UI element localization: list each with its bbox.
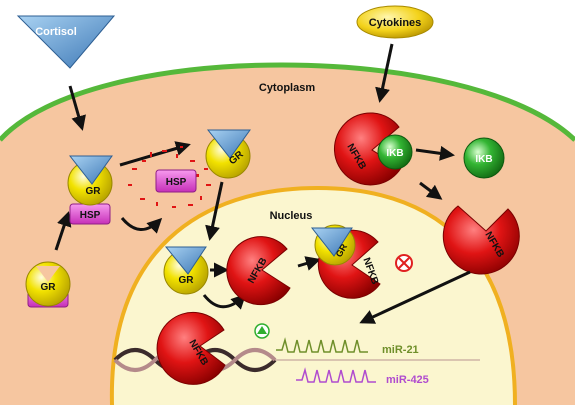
free-ikb: IKB <box>463 137 505 179</box>
cytokines-molecule: Cytokines <box>356 5 434 39</box>
svg-text:Cytokines: Cytokines <box>369 17 422 29</box>
arrow-cortisol-to-gr <box>68 85 86 131</box>
upregulation-icon <box>254 323 270 339</box>
arrow-cytokines-to-complex <box>375 43 394 103</box>
activated-gr-nucleus: GR <box>163 246 209 295</box>
svg-text:miR-21: miR-21 <box>382 344 419 356</box>
arrow-ikb-release <box>415 145 455 161</box>
arrow-hsp-release <box>120 217 163 234</box>
arrow-gr-release-nfkb <box>202 293 247 310</box>
svg-text:GR: GR <box>41 282 57 293</box>
arrow-gr-nfkb-binding <box>297 256 321 271</box>
dissociated-hsp: HSP <box>128 146 211 208</box>
svg-text:HSP: HSP <box>80 210 101 221</box>
gr-hsp-complex-inactive: HSP GR <box>25 261 71 308</box>
svg-text:IKB: IKB <box>386 148 403 159</box>
mir-425-transcript: miR-425 <box>296 367 429 386</box>
nuclear-envelope <box>109 185 517 405</box>
arrow-gr-into-nucleus <box>205 181 224 241</box>
arrow-nfkb-release <box>419 181 443 200</box>
gr-nfkb-complex: NFKB GR <box>310 224 381 299</box>
cortisol-molecule: Cortisol <box>16 15 116 69</box>
free-nfkb-cytoplasm: NFKB <box>442 205 520 275</box>
inhibition-icon <box>395 254 413 272</box>
svg-text:IKB: IKB <box>475 154 492 165</box>
cortisol-gr-hsp-complex: HSP GR <box>67 155 113 225</box>
mir-21-transcript: miR-21 <box>276 337 419 356</box>
arrow-gr-hsp-to-bound <box>54 211 72 251</box>
svg-text:GR: GR <box>179 275 195 286</box>
nfkb-nucleus: NFKB <box>226 236 291 306</box>
nucleus-label: Nucleus <box>270 210 313 222</box>
cytoplasm-label: Cytoplasm <box>259 82 315 94</box>
arrow-nfkb-to-dna <box>359 270 471 324</box>
nfkb-ikb-complex: NFKB IKB <box>333 112 413 186</box>
svg-text:miR-425: miR-425 <box>386 374 429 386</box>
cell-membrane <box>0 62 575 142</box>
activated-gr-cytoplasm: GR <box>205 129 251 179</box>
arrow-to-activated-gr <box>119 141 191 167</box>
svg-text:Cortisol: Cortisol <box>35 26 77 38</box>
svg-text:HSP: HSP <box>166 177 187 188</box>
svg-text:GR: GR <box>86 186 102 197</box>
